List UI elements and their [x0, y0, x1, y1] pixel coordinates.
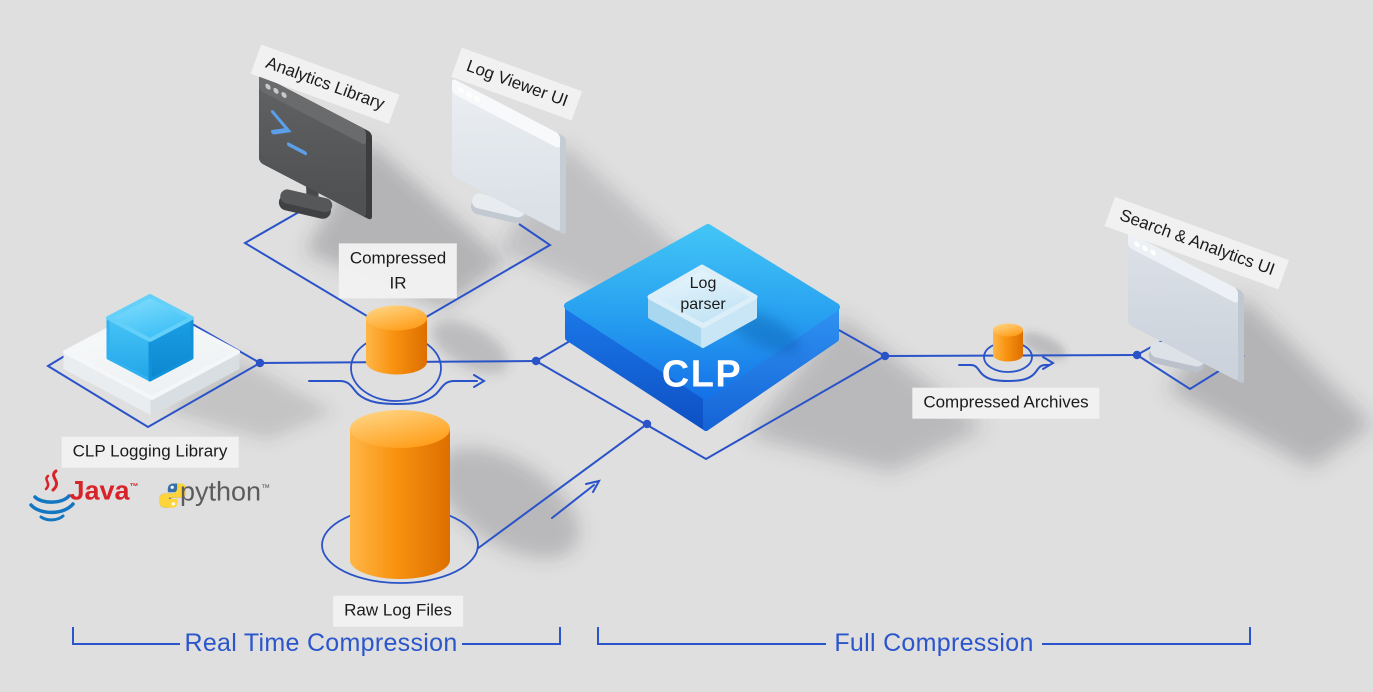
- compressed-ir-label: Compressed IR: [338, 243, 458, 299]
- realtime-bracket-left: [72, 627, 180, 645]
- compressed-archives-label: Compressed Archives: [912, 387, 1100, 419]
- window-dots-icon: [1134, 241, 1156, 256]
- raw-log-files-label: Raw Log Files: [333, 595, 463, 627]
- window-dots-icon: [265, 83, 287, 98]
- terminal-prompt-icon: [271, 110, 307, 156]
- monitor-log-viewer-stand: [470, 193, 526, 224]
- cylinder-raw-logs: [350, 410, 450, 579]
- python-wordmark: python™: [179, 476, 271, 507]
- realtime-compression-title: Real Time Compression: [184, 628, 458, 657]
- monitor-search-stand: [1148, 341, 1205, 373]
- log-parser-box: [647, 264, 758, 348]
- clp-box: [564, 224, 840, 431]
- logging-platform: [63, 294, 240, 416]
- monitor-search: [1128, 233, 1244, 383]
- clp-box-label: CLP: [661, 353, 743, 396]
- monitor-log-viewer: [452, 79, 566, 234]
- archives-flow-arrow-icon: [958, 356, 1055, 383]
- log-parser-label: Log parser: [680, 275, 726, 313]
- java-logo-icon: [29, 469, 75, 522]
- cylinder-compressed-ir: [366, 305, 427, 375]
- window-dots-icon: [458, 87, 480, 102]
- realtime-bracket-right: [462, 627, 561, 645]
- rawlogs-flow-arrow-icon: [551, 479, 601, 519]
- clp-logging-library-label: CLP Logging Library: [61, 436, 239, 468]
- analytics-to-ir-line: [243, 211, 398, 335]
- python-logo-icon: [159, 483, 186, 508]
- platform-cube: [106, 294, 194, 382]
- full-compression-title: Full Compression: [834, 628, 1034, 657]
- ir-flow-arrow-icon: [308, 374, 486, 406]
- java-wordmark: Java™: [69, 475, 139, 506]
- monitor-analytics-stand: [278, 189, 333, 219]
- full-bracket-left: [597, 627, 826, 645]
- monitor-analytics: [259, 75, 372, 220]
- full-bracket-right: [1042, 627, 1251, 645]
- cylinder-compressed-archives: [993, 323, 1023, 362]
- junction-dots: [255, 350, 1142, 429]
- rawlogs-to-clp-line: [476, 423, 648, 550]
- logviewer-to-ir-line: [396, 223, 552, 335]
- section-brackets: [72, 627, 1251, 645]
